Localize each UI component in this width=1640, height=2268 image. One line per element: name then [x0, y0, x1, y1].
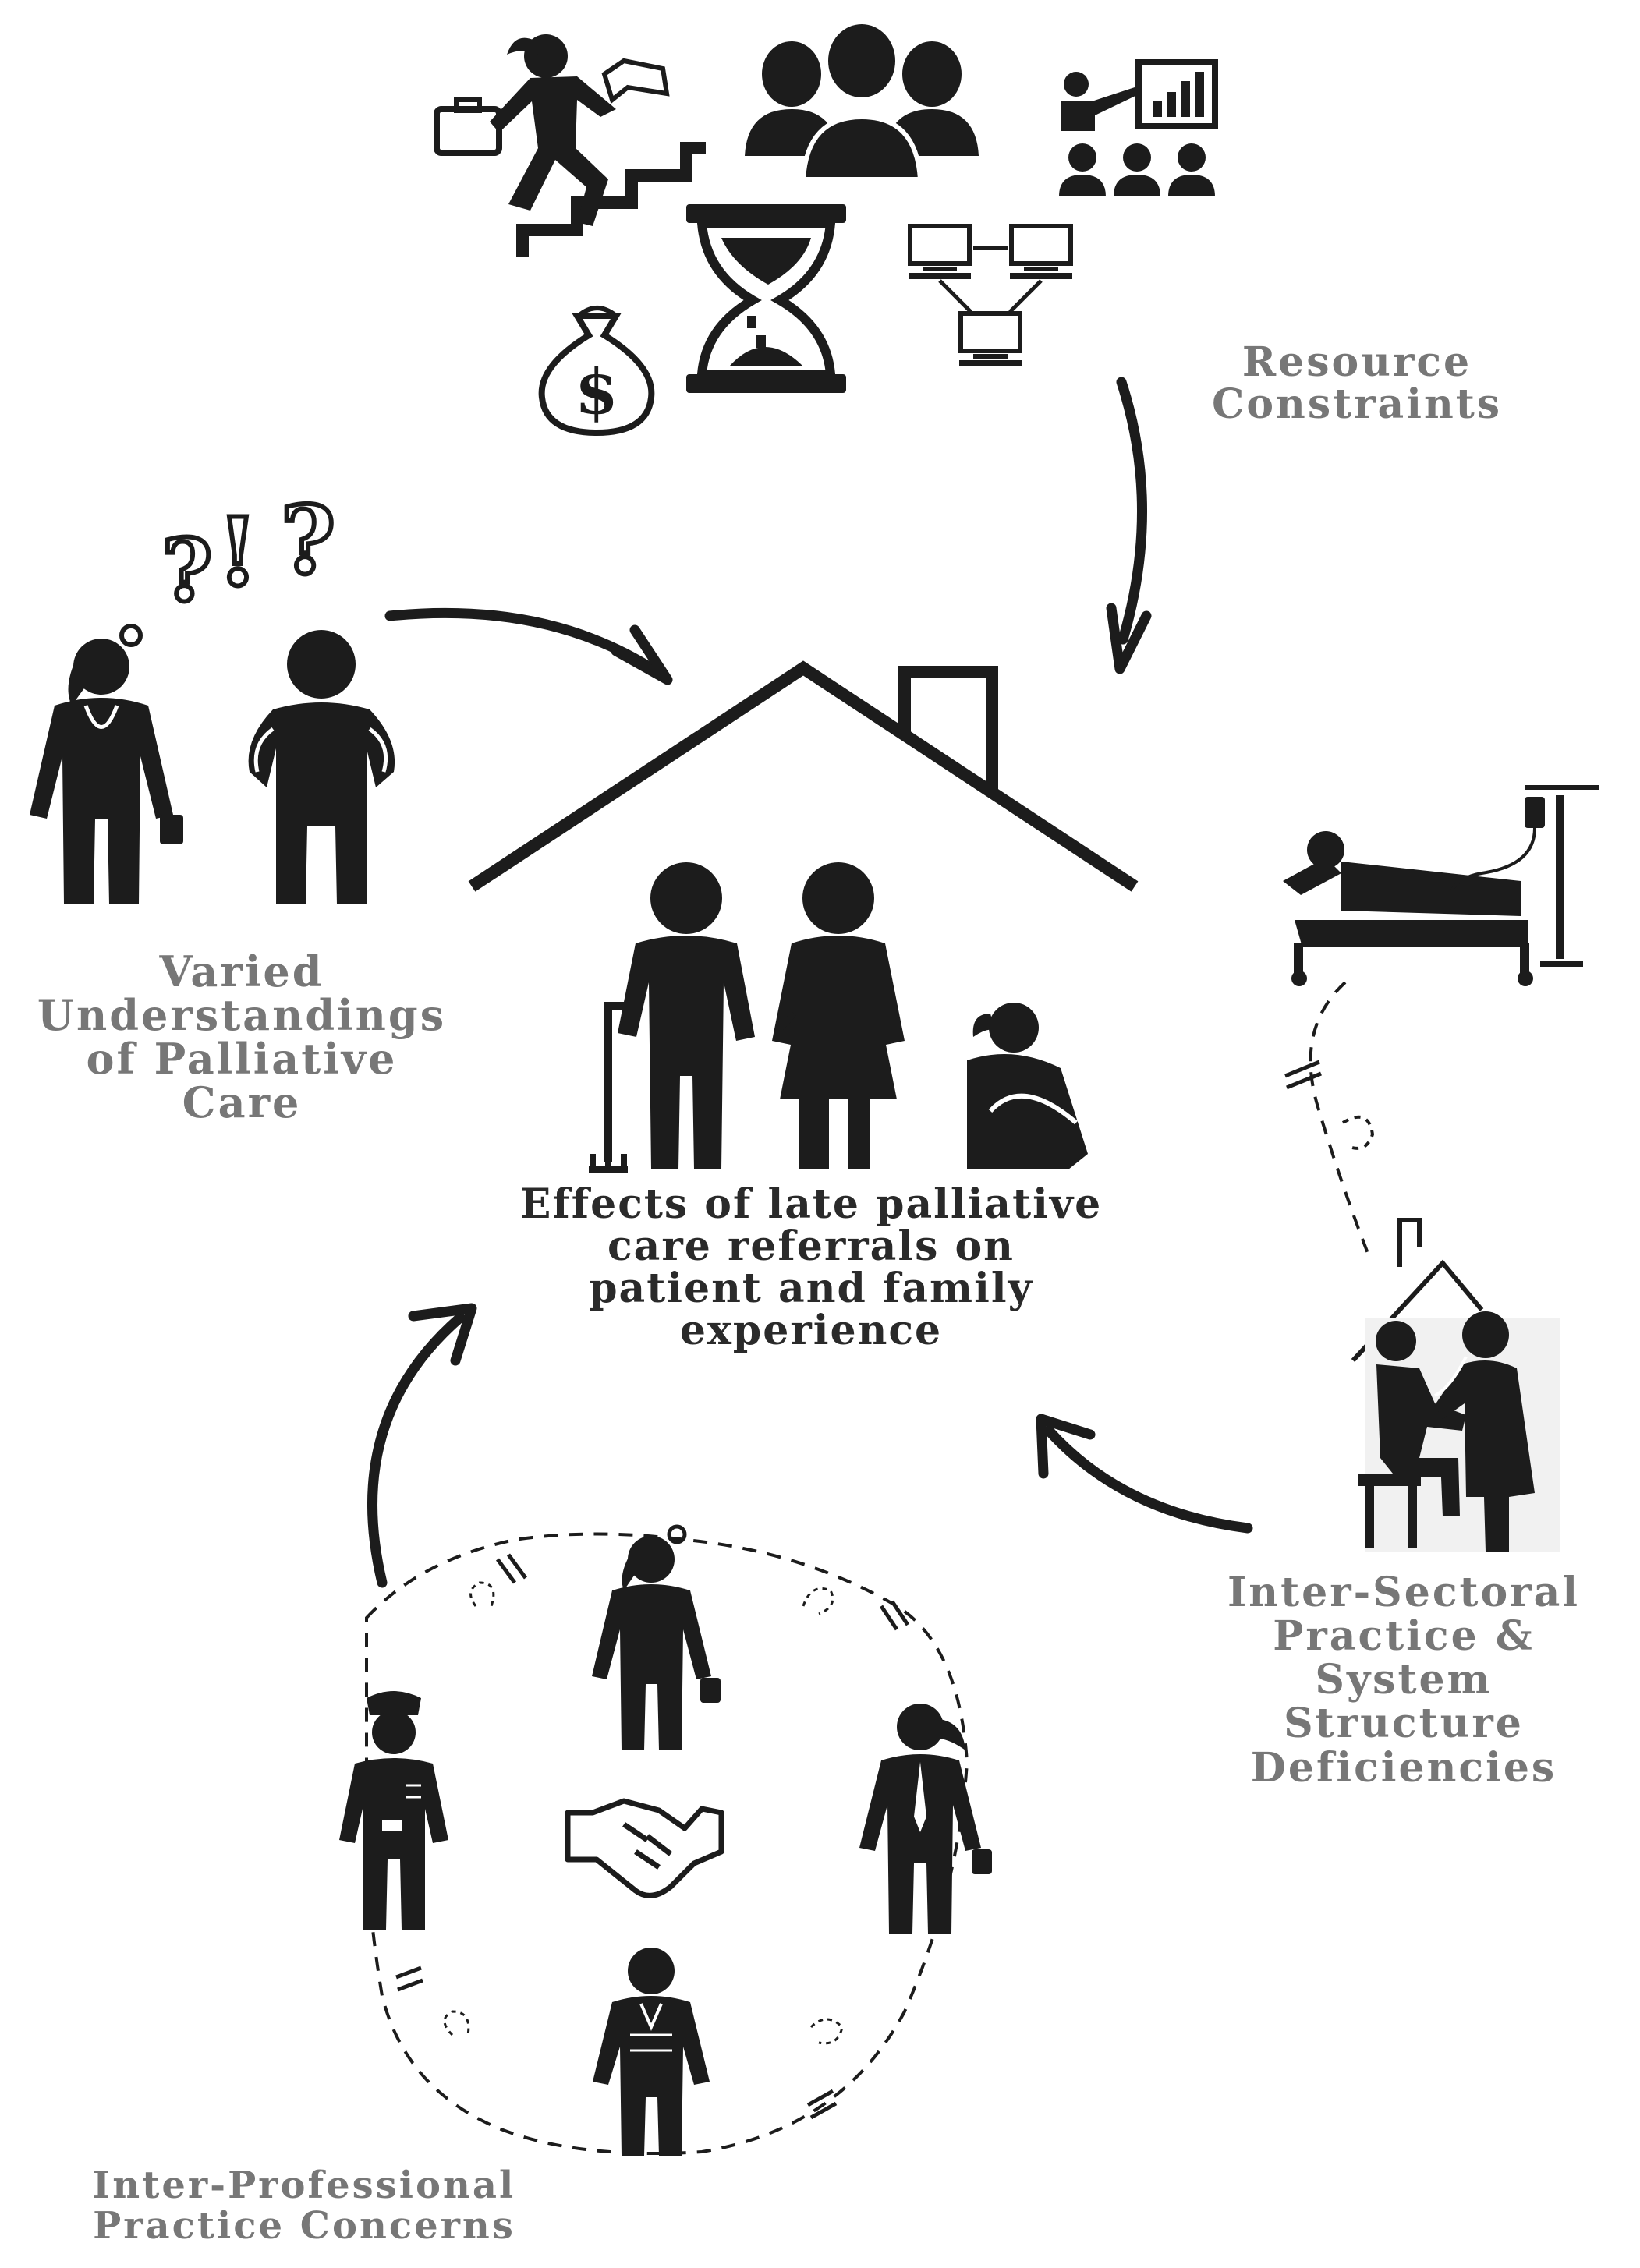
stairs-climber-icon	[434, 34, 706, 257]
arrows	[367, 377, 1253, 1588]
varied-understandings-icons: ? ! ?	[30, 483, 395, 904]
label-line: Varied	[159, 946, 324, 996]
label-line: experience	[679, 1307, 943, 1355]
broken-link-right	[1284, 981, 1375, 1256]
computer-network-icon	[909, 226, 1072, 366]
inter-professional-icons	[339, 1524, 992, 2156]
arrow-resource-head	[1106, 603, 1152, 674]
label-line: Inter-Professional	[92, 2164, 516, 2207]
label-inter-sectoral: Inter-Sectoral Practice & System Structu…	[1185, 1569, 1622, 1792]
exclamation-mark-icon: !	[218, 497, 259, 607]
elderly-man-icon	[589, 862, 755, 1173]
family-figures	[589, 862, 1088, 1173]
elderly-woman-icon	[772, 862, 905, 1169]
label-line: Understandings	[37, 990, 447, 1041]
hourglass-icon	[686, 204, 846, 393]
arrow-intersectoral-to-home	[1043, 1425, 1253, 1534]
label-line: Care	[182, 1077, 302, 1128]
label-line: of Palliative	[86, 1034, 398, 1084]
arrow-varied-to-home	[384, 607, 661, 676]
handshake-icon	[565, 1798, 724, 1898]
question-mark-icon: ?	[281, 486, 335, 596]
label-line: Practice Concerns	[93, 2203, 515, 2248]
label-line: Constraints	[1211, 380, 1503, 429]
label-line: System	[1315, 1656, 1493, 1704]
label-line: Effects of late palliative	[519, 1180, 1103, 1228]
label-inter-professional: Inter-Professional Practice Concerns	[31, 2164, 577, 2248]
label-resource-constraints: Resource Constraints	[1123, 341, 1591, 426]
team-manager-icon	[593, 1948, 710, 2156]
presentation-icon	[1059, 59, 1218, 196]
label-line: patient and family	[589, 1265, 1033, 1313]
home-icon	[468, 660, 1139, 892]
arrow-intersectoral-head	[1036, 1414, 1096, 1479]
arrow-interprof-to-home	[367, 1312, 466, 1588]
arrow-interprof-head	[408, 1303, 477, 1366]
broken-link-marks	[395, 1553, 910, 2120]
team-nurse-icon	[339, 1691, 448, 1930]
sad-child-icon	[967, 1003, 1088, 1169]
label-line: Inter-Sectoral	[1227, 1569, 1581, 1616]
doctor-icon	[30, 624, 183, 904]
label-line: Structure	[1284, 1700, 1524, 1748]
team-doctor-icon	[592, 1524, 721, 1750]
question-mark-icon: ?	[162, 520, 212, 621]
label-varied-understandings: Varied Understandings of Palliative Care	[23, 950, 460, 1125]
broken-link-loops	[443, 1581, 844, 2045]
resource-constraints-icons: $	[434, 19, 1218, 437]
label-center-effects: Effects of late palliative care referral…	[452, 1180, 1170, 1355]
home-care-icon	[1351, 1218, 1560, 1552]
confused-person-icon	[248, 630, 395, 904]
team-professional-woman-icon	[859, 1704, 992, 1934]
arrow-resource-to-home	[1116, 377, 1147, 645]
team-dashed-circle	[364, 1532, 969, 2155]
money-bag-icon: $	[538, 306, 655, 437]
label-line: Practice &	[1273, 1612, 1535, 1661]
group-people-icon	[745, 19, 979, 182]
label-line: care referrals on	[607, 1222, 1015, 1271]
arrow-varied-head	[611, 624, 673, 685]
dollar-sign: $	[575, 355, 618, 428]
label-line: Deficiencies	[1250, 1743, 1557, 1792]
inter-sectoral-icons	[1283, 785, 1599, 1552]
label-line: Resource	[1242, 338, 1472, 386]
hospital-bed-icon	[1283, 785, 1599, 986]
